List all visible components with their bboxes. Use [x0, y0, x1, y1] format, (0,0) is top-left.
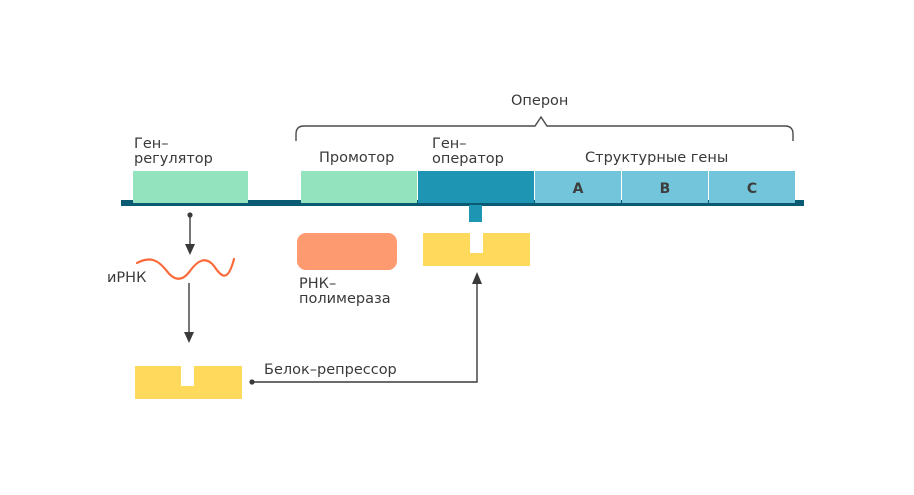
operator-gene-label: Ген– оператор	[432, 136, 504, 167]
promoter-block	[301, 171, 417, 203]
operon-title: Оперон	[511, 93, 569, 109]
rna-polymerase-label: РНК– полимераза	[299, 276, 391, 307]
regulator-gene-block	[133, 171, 248, 203]
mrna-wave	[135, 257, 236, 280]
arrowhead-icon	[184, 332, 194, 343]
gene-label-a: A	[573, 181, 584, 197]
regulator-gene-label: Ген– регулятор	[134, 136, 213, 167]
repressor-protein-label: Белок–репрессор	[264, 362, 397, 378]
arrowhead-icon	[185, 244, 195, 255]
arrow-repressor-to-operator	[252, 284, 478, 383]
structural-genes-label: Структурные гены	[585, 150, 729, 166]
structural-gene-a-block	[535, 171, 621, 203]
operon-brace	[295, 115, 794, 141]
promoter-label: Промотор	[319, 150, 395, 166]
repressor-protein-free	[135, 366, 242, 399]
operator-binding-stub	[469, 205, 482, 222]
operator-gene-block	[418, 171, 534, 203]
structural-gene-c-block	[709, 171, 795, 203]
mrna-label: иРНК	[107, 270, 147, 286]
repressor-protein-bound	[423, 233, 530, 266]
gene-label-b: B	[660, 181, 671, 197]
arrowhead-icon	[472, 272, 482, 284]
gene-label-c: C	[747, 181, 757, 197]
rna-polymerase-shape	[297, 233, 397, 270]
structural-gene-b-block	[622, 171, 708, 203]
